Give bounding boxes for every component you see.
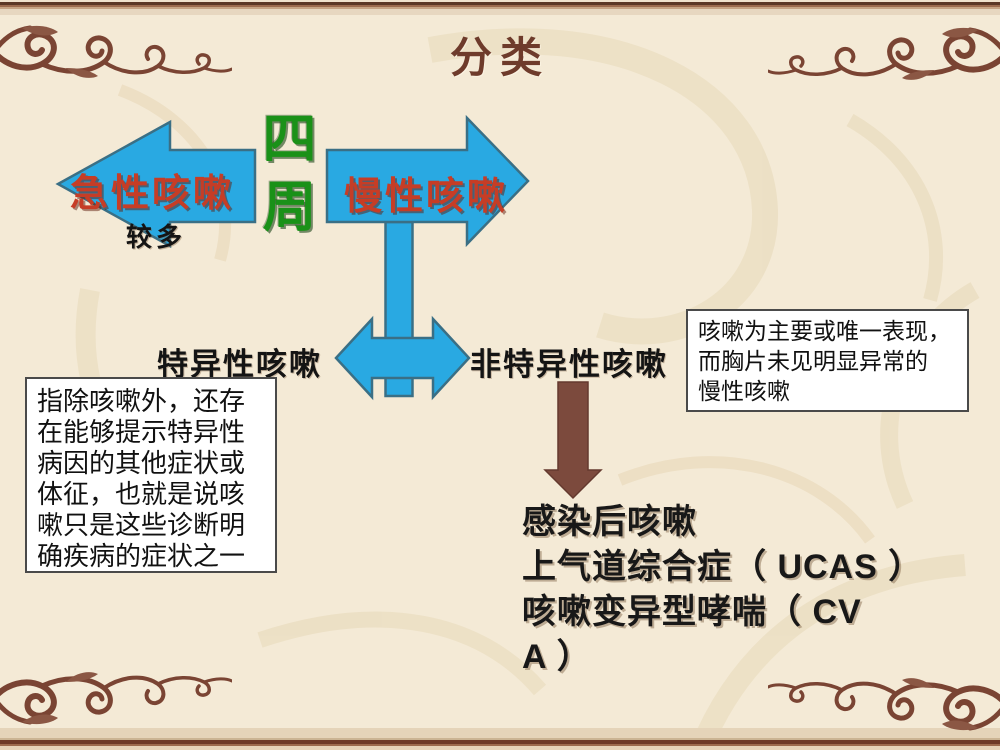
specific-cough-label: 特异性咳嗽 [157,347,322,382]
acute-arrow [55,119,257,249]
definition-line: 指除咳嗽外，还存 [37,387,246,416]
bottom-border-line [0,728,1000,750]
top-border-line [0,0,1000,15]
definition-line: 而胸片未见明显异常的 [698,349,928,374]
nonspecific-definition-box: 咳嗽为主要或唯一表现， 而胸片未见明显异常的 慢性咳嗽 [686,309,969,412]
chronic-cough-label: 慢性咳嗽 [344,176,509,218]
example-line: 感染后咳嗽 [522,503,697,541]
down-arrow [543,381,603,500]
more-common-note: 较多 [126,222,187,252]
definition-line: 体征，也就是说咳 [37,480,246,509]
example-line: 上气道综合症（ UCAS ） [522,548,924,586]
definition-line: 慢性咳嗽 [698,379,790,404]
definition-line: 嗽只是这些诊断明 [37,511,246,540]
nonspecific-examples-list: 感染后咳嗽 上气道综合症（ UCAS ） 咳嗽变异型哮喘（ CV A ） [522,500,972,680]
chronic-arrow [325,114,530,248]
bidirectional-arrow [334,315,471,401]
example-line: 咳嗽变异型哮喘（ CV [522,593,862,631]
page-title: 分类 [449,36,550,82]
nonspecific-cough-label: 非特异性咳嗽 [470,347,668,382]
definition-line: 病因的其他症状或 [37,449,246,478]
definition-line: 确疾病的症状之一 [37,542,246,571]
specific-definition-box: 指除咳嗽外，还存 在能够提示特异性 病因的其他症状或 体征，也就是说咳 嗽只是这… [25,377,277,573]
four-weeks-label: 四周 [254,110,314,246]
definition-line: 咳嗽为主要或唯一表现， [698,319,951,344]
example-line: A ） [522,638,592,676]
definition-line: 在能够提示特异性 [37,418,246,447]
acute-cough-label: 急性咳嗽 [70,173,235,215]
